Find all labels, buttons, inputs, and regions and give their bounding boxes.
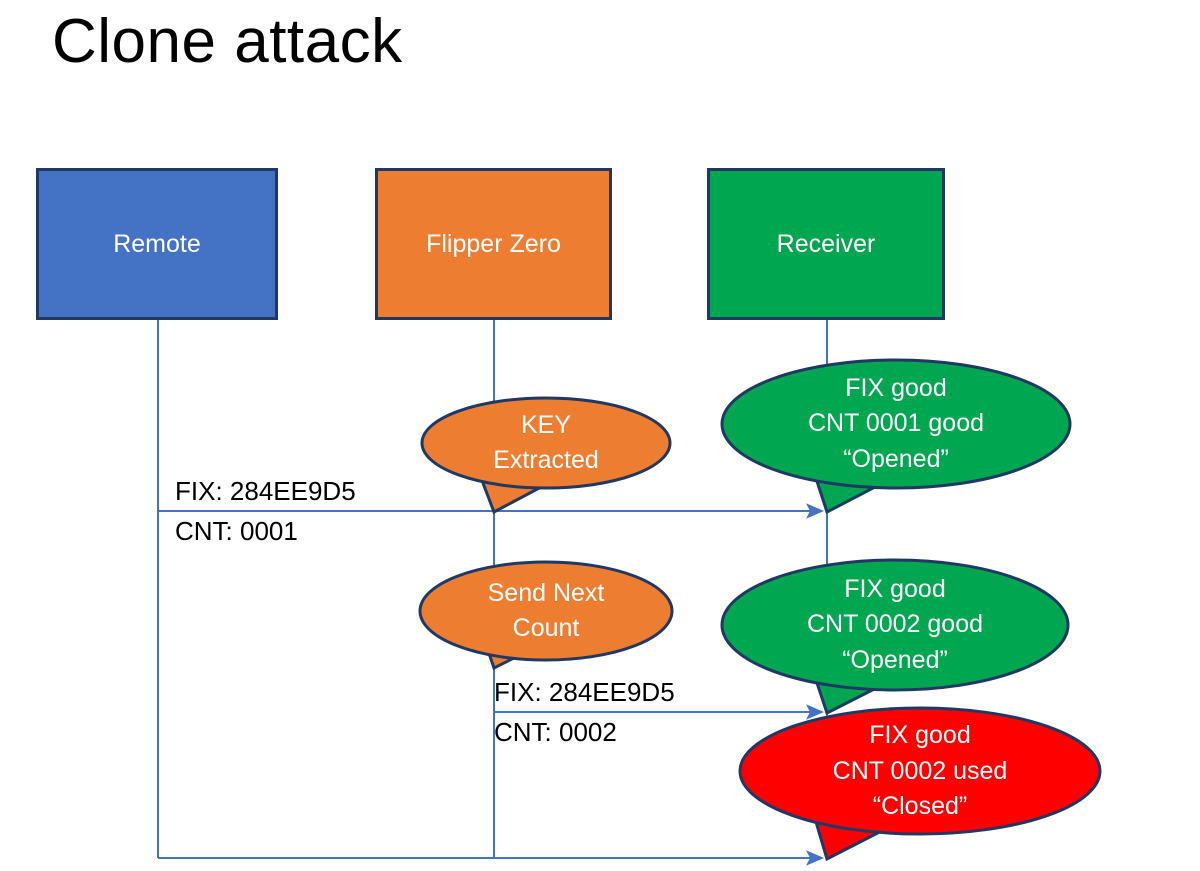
- actor-box-receiver[interactable]: Receiver: [707, 168, 945, 320]
- callout-key-extracted[interactable]: [420, 396, 672, 515]
- message-2-fix-label: FIX: 284EE9D5: [494, 677, 675, 707]
- actor-label-receiver: Receiver: [776, 229, 876, 258]
- message-1-cnt-label: CNT: 0001: [175, 516, 298, 546]
- message-1-fix-label: FIX: 284EE9D5: [175, 476, 356, 506]
- page-title: Clone attack: [52, 7, 403, 76]
- callout-receiver-reject-0002[interactable]: [738, 706, 1102, 862]
- message-2-cnt-label: CNT: 0002: [494, 717, 617, 747]
- actor-label-remote: Remote: [113, 229, 201, 258]
- actor-box-remote[interactable]: Remote: [36, 168, 278, 320]
- actor-box-flipper-zero[interactable]: Flipper Zero: [375, 168, 612, 320]
- callout-receiver-ok-0001[interactable]: [720, 358, 1072, 515]
- actor-label-flipper-zero: Flipper Zero: [426, 229, 561, 258]
- callout-send-next-count[interactable]: [418, 560, 674, 671]
- callout-receiver-ok-0002[interactable]: [720, 558, 1070, 716]
